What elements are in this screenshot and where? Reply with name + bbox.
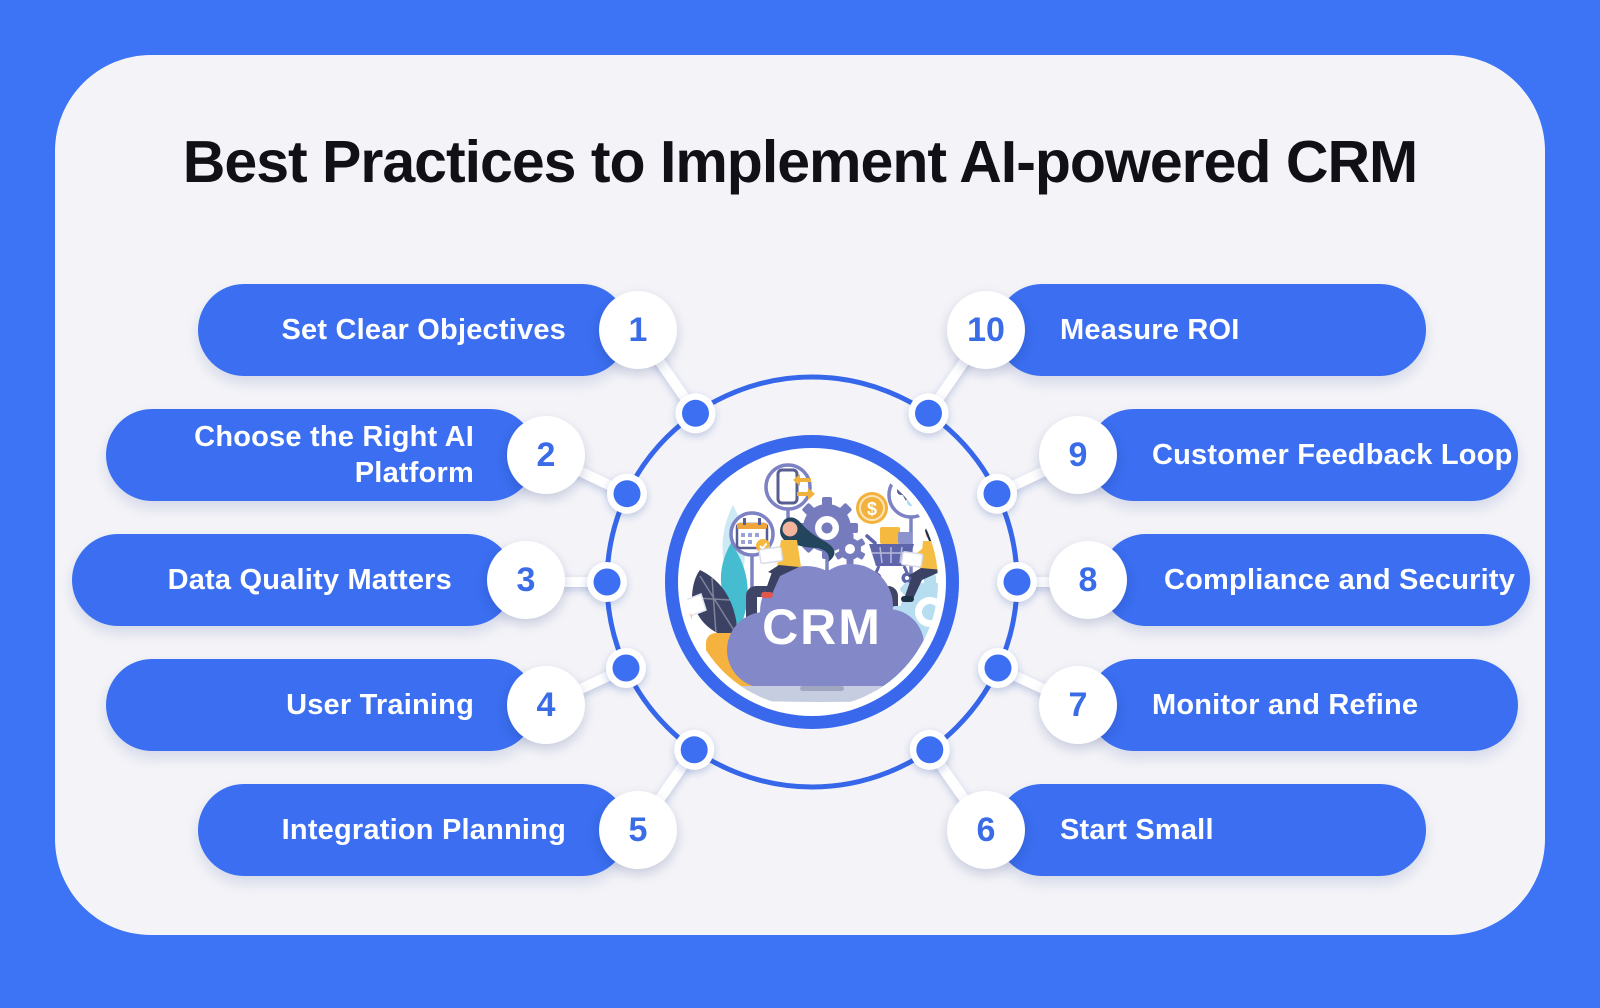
cloud-icon: CRM bbox=[727, 564, 924, 691]
ring-dots bbox=[587, 393, 1037, 770]
step-pill-5: Integration Planning bbox=[198, 784, 628, 876]
step-pill-2: Choose the Right AI Platform bbox=[106, 409, 536, 501]
woman-with-laptop bbox=[758, 517, 835, 598]
man-with-laptop bbox=[900, 523, 938, 602]
step-number-9: 9 bbox=[1039, 416, 1117, 494]
step-label-5: Integration Planning bbox=[281, 813, 566, 846]
step-label-1: Set Clear Objectives bbox=[281, 313, 566, 346]
step-number-6: 6 bbox=[947, 791, 1025, 869]
step-label-7: Monitor and Refine bbox=[1152, 688, 1419, 721]
step-pill-4: User Training bbox=[106, 659, 536, 751]
step-label-3: Data Quality Matters bbox=[167, 563, 452, 596]
step-label-8: Compliance and Security bbox=[1164, 563, 1516, 596]
step-label-10: Measure ROI bbox=[1060, 313, 1240, 346]
step-pill-7: Monitor and Refine bbox=[1088, 659, 1518, 751]
step-pill-6: Start Small bbox=[996, 784, 1426, 876]
step-pill-3: Data Quality Matters bbox=[72, 534, 514, 626]
step-number-2: 2 bbox=[507, 416, 585, 494]
step-pill-9: Customer Feedback Loop bbox=[1088, 409, 1518, 501]
step-label-9: Customer Feedback Loop bbox=[1152, 438, 1513, 471]
calendar-icon bbox=[729, 511, 775, 557]
step-number-7: 7 bbox=[1039, 666, 1117, 744]
step-number-5: 5 bbox=[599, 791, 677, 869]
dollar-coin-icon: $ bbox=[856, 492, 888, 524]
step-number-10: 10 bbox=[947, 291, 1025, 369]
svg-text:$: $ bbox=[867, 499, 877, 519]
center-illustration: $ bbox=[665, 435, 959, 729]
page-title: Best Practices to Implement AI-powered C… bbox=[182, 129, 1418, 195]
step-label-2: Choose the Right AI Platform bbox=[194, 420, 474, 489]
step-pill-10: Measure ROI bbox=[996, 284, 1426, 376]
step-number-8: 8 bbox=[1049, 541, 1127, 619]
step-number-3: 3 bbox=[487, 541, 565, 619]
step-number-4: 4 bbox=[507, 666, 585, 744]
step-pill-8: Compliance and Security bbox=[1100, 534, 1530, 626]
step-label-6: Start Small bbox=[1060, 813, 1214, 846]
step-pill-1: Set Clear Objectives bbox=[198, 284, 628, 376]
crm-label: CRM bbox=[762, 599, 882, 655]
step-label-4: User Training bbox=[286, 688, 474, 721]
small-gear-icon bbox=[834, 533, 866, 565]
step-number-1: 1 bbox=[599, 291, 677, 369]
smartphone-icon bbox=[764, 463, 815, 511]
